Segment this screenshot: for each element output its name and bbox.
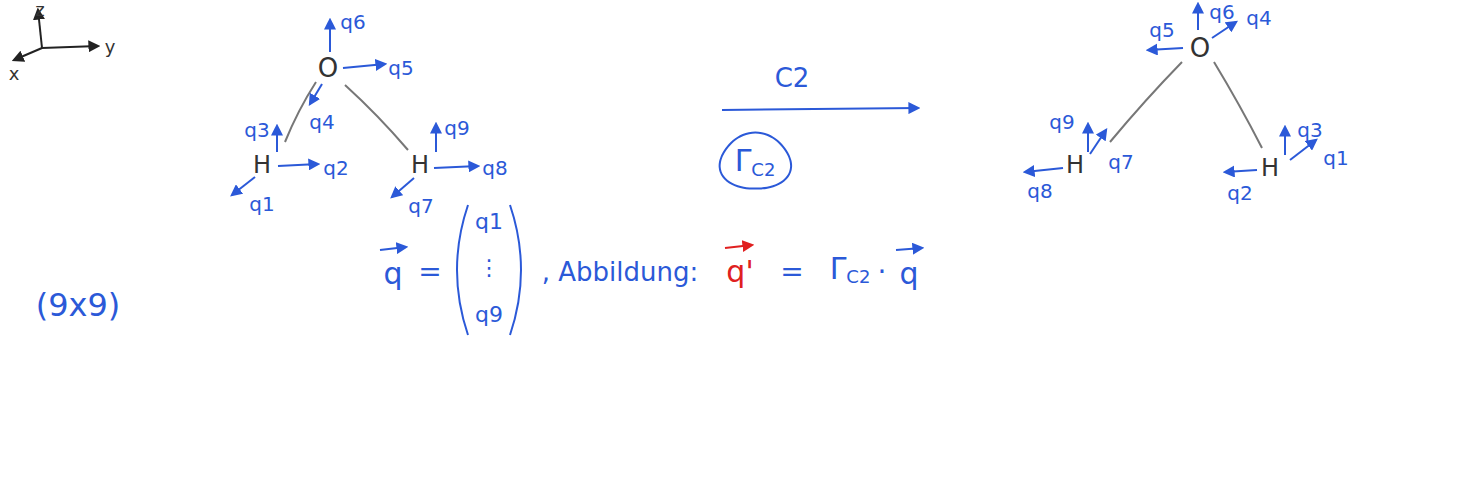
coordinate-label: q7 bbox=[1108, 152, 1133, 172]
coordinate-label: q2 bbox=[323, 158, 348, 178]
operation-arrow bbox=[722, 108, 918, 110]
coordinate-label: q6 bbox=[340, 12, 365, 32]
operator-symbol: ΓC2 bbox=[735, 146, 776, 179]
coordinate-label: q4 bbox=[309, 112, 334, 132]
equals-sign: = bbox=[418, 258, 441, 286]
coordinate-label: q5 bbox=[388, 58, 413, 78]
coordinate-label: q3 bbox=[1297, 120, 1322, 140]
operation-label: C2 bbox=[775, 65, 810, 91]
atom-label: O bbox=[1190, 35, 1210, 61]
atom-label: O bbox=[318, 55, 338, 81]
coordinate-label: q6 bbox=[1209, 2, 1234, 22]
dot-operator: · bbox=[878, 258, 887, 286]
coordinate-label: q5 bbox=[1149, 20, 1174, 40]
matrix-size: (9x9) bbox=[36, 289, 121, 321]
vector-symbol: q bbox=[383, 259, 402, 289]
vector-entry: q1 bbox=[475, 211, 503, 233]
atom-label: H bbox=[253, 153, 271, 177]
equals-sign: = bbox=[780, 258, 803, 286]
axes bbox=[14, 10, 98, 60]
mapping-text: , Abbildung: bbox=[542, 259, 699, 285]
coordinate-label: q3 bbox=[244, 120, 269, 140]
displacement-arrows bbox=[232, 4, 1316, 197]
coordinate-label: q9 bbox=[444, 118, 469, 138]
coordinate-label: q4 bbox=[1246, 8, 1271, 28]
vector-arrows bbox=[380, 245, 922, 250]
atom-label: H bbox=[411, 153, 429, 177]
coordinate-label: q8 bbox=[1027, 181, 1052, 201]
coordinate-label: q9 bbox=[1049, 112, 1074, 132]
vector-parentheses bbox=[457, 205, 521, 335]
axis-label: x bbox=[9, 65, 20, 83]
vector-entry: q9 bbox=[475, 304, 503, 326]
vector-symbol: q' bbox=[726, 257, 753, 287]
coordinate-label: q1 bbox=[249, 194, 274, 214]
operator-circle: ΓC2 bbox=[718, 132, 793, 192]
matrix-symbol: ΓC2 bbox=[830, 254, 871, 287]
coordinate-label: q2 bbox=[1227, 183, 1252, 203]
coordinate-label: q7 bbox=[408, 196, 433, 216]
axis-label: z bbox=[35, 1, 44, 19]
vector-symbol: q bbox=[899, 259, 918, 289]
coordinate-label: q8 bbox=[482, 158, 507, 178]
atom-label: H bbox=[1261, 156, 1279, 180]
atom-label: H bbox=[1066, 153, 1084, 177]
coordinate-label: q1 bbox=[1323, 148, 1348, 168]
bonds bbox=[285, 62, 1262, 150]
axis-label: y bbox=[105, 38, 116, 56]
vector-entry: ⋮ bbox=[478, 257, 500, 279]
